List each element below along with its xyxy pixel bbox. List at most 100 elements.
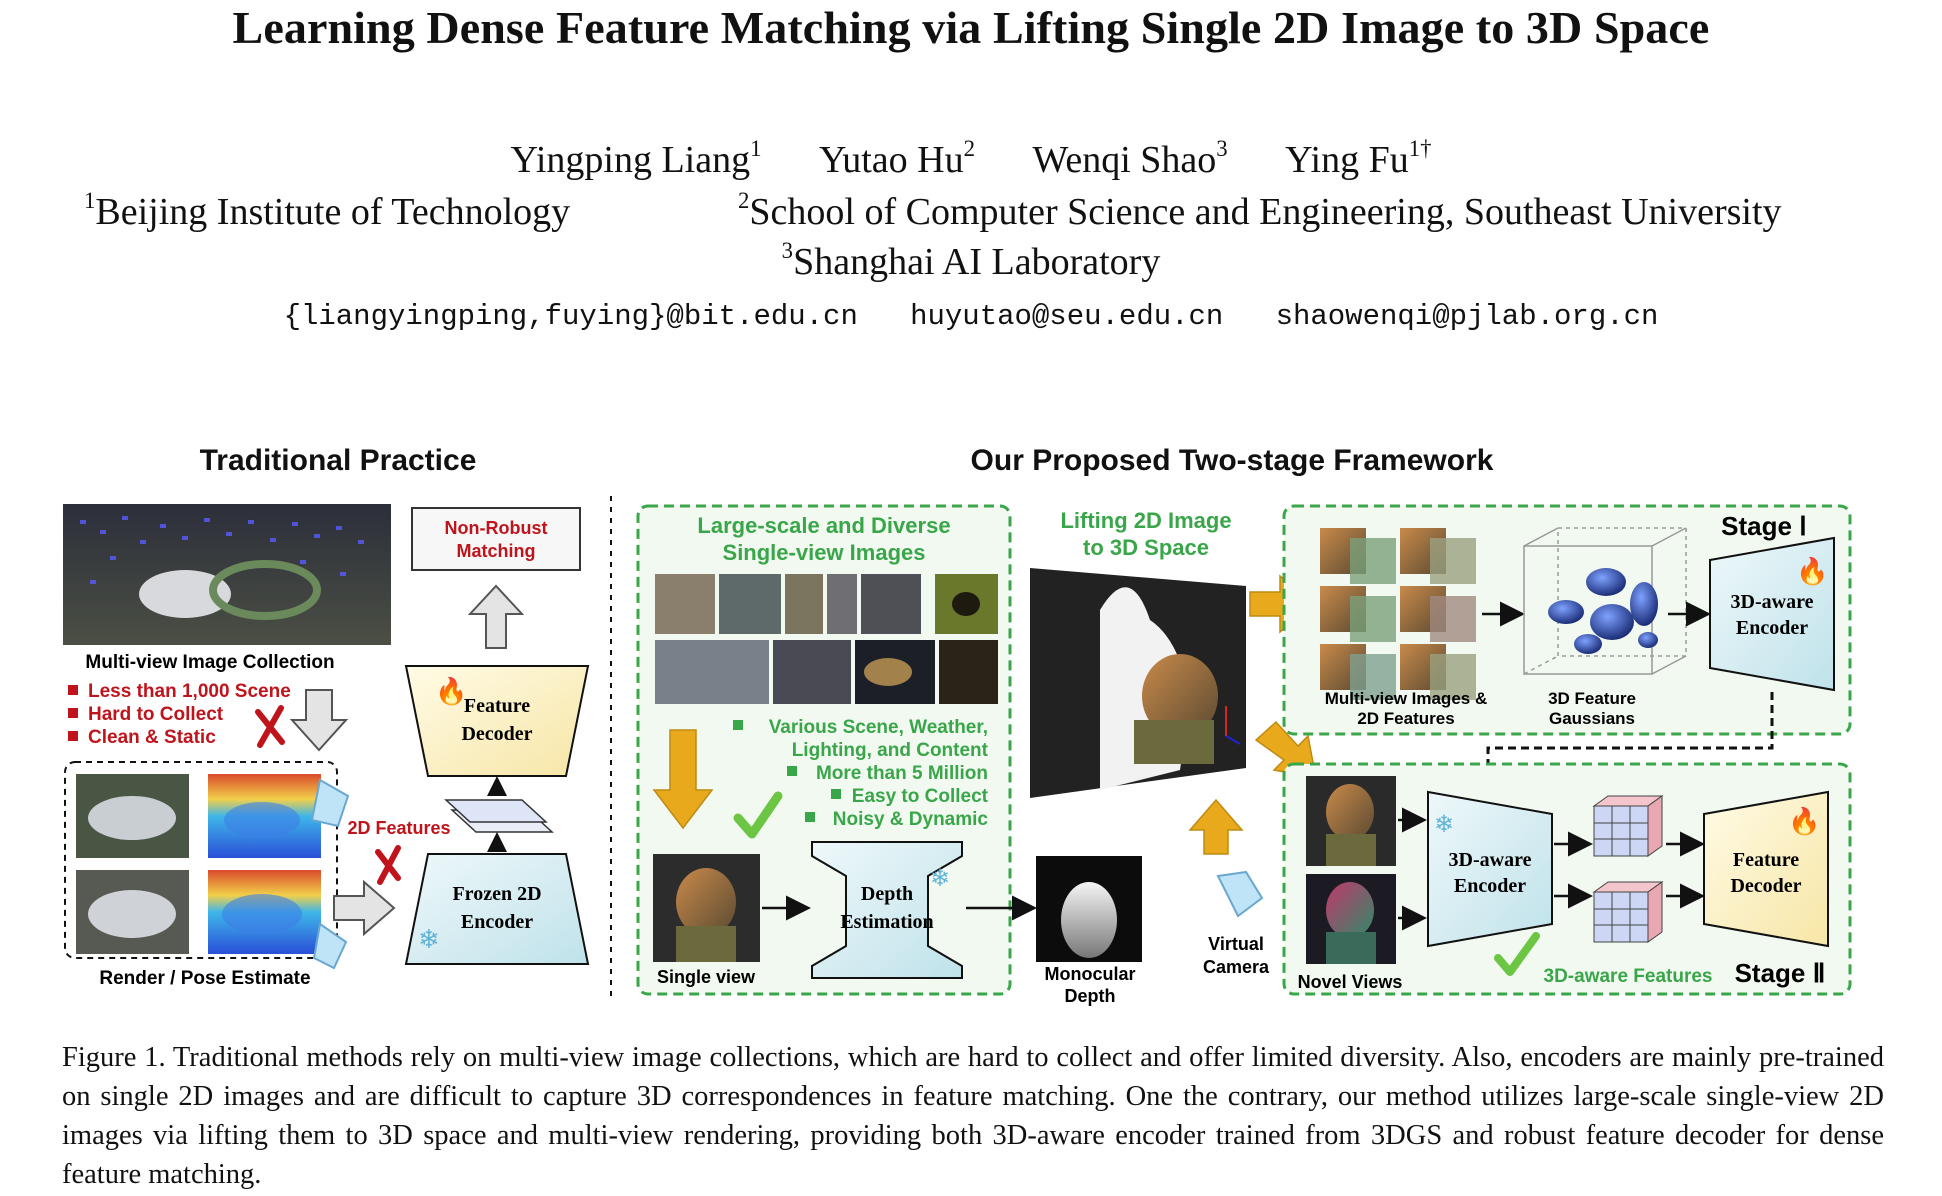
render-box [64, 761, 338, 959]
frozen-encoder-label: Frozen 2D [452, 883, 541, 905]
stage-two-label: Stage Ⅱ [1735, 958, 1826, 988]
dataset-title: Large-scale and Diverse [697, 513, 950, 538]
lifting-title: to 3D Space [1083, 535, 1209, 560]
monocular-depth-label: Monocular [1044, 964, 1135, 984]
right-section-title: Our Proposed Two-stage Framework [971, 444, 1494, 477]
feature-decoder-block [1703, 790, 1829, 948]
lifting-title: Lifting 2D Image [1060, 508, 1231, 533]
depth-estimation-block [811, 841, 963, 979]
feature-decoder-label: Feature [1733, 849, 1799, 871]
bad-point: Hard to Collect [88, 704, 224, 725]
camera-icon [312, 922, 348, 970]
multiview-features-label: 2D Features [1357, 709, 1454, 728]
camera-icon [1216, 870, 1264, 918]
right-arrow-icon [333, 879, 396, 937]
depth-estimation-label: Depth [861, 883, 913, 905]
feature-cube [1592, 881, 1664, 943]
lifted-3d-image [1030, 568, 1246, 798]
encoder-label: Encoder [1454, 875, 1526, 897]
gaussians-label: 3D Feature [1548, 689, 1636, 708]
affiliation: 2School of Computer Science and Engineer… [738, 188, 1782, 233]
image-grid [655, 574, 998, 704]
fire-icon: 🔥 [1788, 806, 1820, 836]
multiview-features-label: Multi-view Images & [1325, 689, 1487, 708]
multiview-features-grid [1320, 528, 1476, 700]
render-label: Render / Pose Estimate [99, 968, 310, 989]
stadium-image [76, 774, 189, 858]
figure-1: Traditional Practice Our Proposed Two-st… [63, 444, 1852, 1006]
stadium-image [76, 870, 189, 954]
bad-points-list: Less than 1,000 Scene Hard to Collect Cl… [68, 681, 291, 748]
cross-icon [375, 845, 401, 885]
good-point: Easy to Collect [852, 786, 989, 807]
email-list: {liangyingping,fuying}@bit.edu.cn huyuta… [283, 300, 1659, 333]
single-view-label: Single view [657, 967, 756, 987]
figure-caption: Figure 1. Traditional methods rely on mu… [62, 1042, 1884, 1190]
encoder-block [1709, 536, 1835, 692]
author: Ying Fu1† [1285, 136, 1432, 181]
depth-map-image [208, 870, 321, 954]
non-robust-label: Matching [457, 541, 536, 561]
depth-estimation-label: Estimation [840, 911, 933, 933]
good-point: More than 5 Million [816, 763, 988, 784]
novel-view-image [1306, 874, 1396, 964]
dataset-title: Single-view Images [723, 540, 926, 565]
feature-decoder-label: Decoder [461, 723, 532, 745]
virtual-camera-label: Virtual [1208, 934, 1264, 954]
novel-view-image [1306, 776, 1396, 866]
gaussian-blobs [1548, 568, 1658, 654]
encoder-block [1427, 790, 1553, 948]
monocular-depth-label: Depth [1065, 986, 1116, 1006]
frozen-encoder-label: Encoder [461, 911, 533, 933]
good-point: Various Scene, Weather, [769, 717, 988, 738]
cross-icon [255, 705, 285, 748]
novel-views-label: Novel Views [1298, 972, 1403, 992]
author: Yingping Liang1 [510, 136, 762, 181]
feature-cube [1592, 795, 1664, 857]
fire-icon: 🔥 [435, 676, 467, 706]
single-view-image [653, 854, 760, 962]
non-robust-box [411, 507, 581, 571]
fire-icon: 🔥 [1796, 556, 1828, 586]
down-arrow-icon [652, 729, 714, 830]
aware-features-label: 3D-aware Features [1544, 966, 1713, 987]
author-list: Yingping Liang1 Yutao Hu2 Wenqi Shao3 Yi… [0, 136, 1942, 182]
features-2d-label: 2D Features [347, 818, 450, 838]
snowflake-icon: ❄ [418, 924, 440, 954]
non-robust-label: Non-Robust [445, 518, 548, 538]
up-arrow-icon [1188, 798, 1244, 855]
bad-point: Clean & Static [88, 727, 216, 748]
paper-title: Learning Dense Feature Matching via Lift… [232, 2, 1710, 53]
feature-decoder-label: Feature [464, 695, 530, 717]
affiliation: 3Shanghai AI Laboratory [781, 238, 1161, 283]
author: Yutao Hu2 [819, 136, 976, 181]
virtual-camera-label: Camera [1203, 957, 1270, 977]
feature-decoder-block [404, 665, 590, 777]
good-point: Noisy & Dynamic [833, 809, 989, 830]
good-points-list: Various Scene, Weather, Lighting, and Co… [733, 717, 989, 830]
camera-icon [310, 778, 350, 828]
check-icon [733, 791, 783, 839]
frozen-encoder-block [404, 853, 590, 965]
snowflake-icon: ❄ [930, 865, 950, 892]
down-arrow-icon [289, 689, 349, 752]
feature-plane [444, 799, 548, 823]
encoder-label: Encoder [1736, 617, 1808, 639]
snowflake-icon: ❄ [1434, 811, 1454, 838]
author: Wenqi Shao3 [1032, 136, 1228, 181]
check-icon [1494, 932, 1540, 976]
stage-one-label: Stage Ⅰ [1721, 511, 1807, 541]
left-section-title: Traditional Practice [200, 444, 477, 477]
feature-decoder-label: Decoder [1730, 875, 1801, 897]
weight-share-connector [1473, 692, 1774, 796]
up-arrow-icon [467, 584, 525, 649]
affiliation: 1Beijing Institute of Technology [84, 188, 571, 233]
good-point: Lighting, and Content [792, 740, 989, 761]
encoder-label: 3D-aware [1731, 591, 1814, 613]
encoder-label: 3D-aware [1449, 849, 1532, 871]
multiview-image [63, 504, 391, 645]
gaussians-label: Gaussians [1549, 709, 1635, 728]
monocular-depth-image [1036, 856, 1142, 962]
depth-map-image [208, 774, 321, 858]
bad-point: Less than 1,000 Scene [88, 681, 291, 702]
